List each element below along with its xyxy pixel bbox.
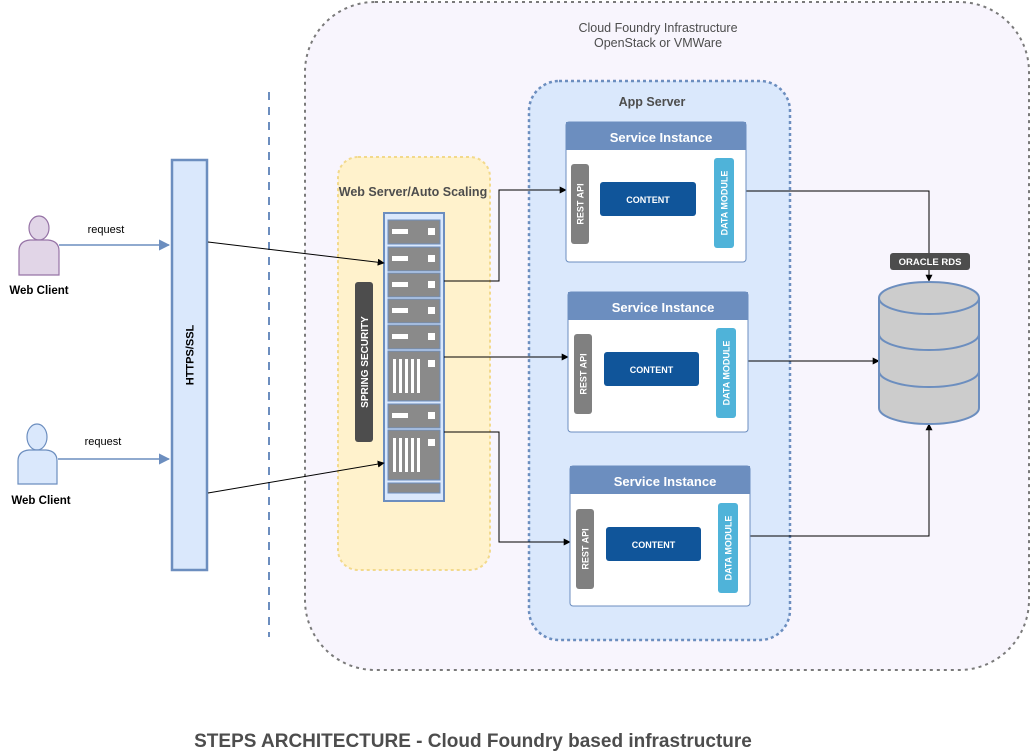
data-module-bar (718, 503, 738, 593)
request-label-1: request (88, 224, 125, 236)
server-to-instance-arrow-1 (444, 186, 567, 282)
web-client-label: Web Client (9, 285, 68, 297)
data-module-label: DATA MODULE (720, 171, 730, 236)
oracle-rds-label: ORACLE RDS (899, 257, 962, 268)
rest-api-bar (574, 334, 592, 414)
data-module-label: DATA MODULE (724, 516, 734, 581)
data-module-bar (714, 158, 734, 248)
rest-api-label: REST API (581, 528, 591, 569)
data-module-bar (716, 328, 736, 418)
service-instance-title: Service Instance (610, 130, 713, 145)
service-instance-title: Service Instance (614, 474, 717, 489)
user-icon (17, 423, 58, 485)
infrastructure-label-line2: OpenStack or VMWare (594, 36, 722, 50)
service-instance-header (570, 466, 750, 494)
diagram-title: STEPS ARCHITECTURE - Cloud Foundry based… (194, 731, 752, 751)
content-label: CONTENT (626, 195, 670, 205)
infrastructure-label-line1: Cloud Foundry Infrastructure (578, 21, 737, 35)
https-ssl-gateway (170, 158, 209, 572)
web-client-label: Web Client (11, 495, 70, 507)
service-instance-2: Service Instance REST API CONTENT DATA M… (567, 291, 749, 433)
server-rack-icon (383, 212, 445, 502)
gateway-to-server-arrow-2 (207, 460, 385, 494)
request-label-2: request (85, 436, 122, 448)
content-box (600, 182, 696, 216)
rest-api-label: REST API (579, 353, 589, 394)
instance-to-db-arrow-1 (746, 190, 933, 282)
gateway-to-server-arrow-1 (207, 241, 385, 266)
server-to-instance-arrow-3 (444, 431, 571, 546)
rest-api-label: REST API (576, 183, 586, 224)
data-module-label: DATA MODULE (722, 341, 732, 406)
https-ssl-label: HTTPS/SSL (185, 324, 197, 385)
content-box (606, 527, 701, 561)
oracle-rds-badge (890, 253, 970, 270)
content-label: CONTENT (632, 540, 676, 550)
spring-security-label: SPRING SECURITY (360, 316, 371, 408)
instance-to-db-arrow-3 (750, 423, 933, 537)
rest-api-bar (571, 164, 589, 244)
content-label: CONTENT (630, 365, 674, 375)
user-icon (18, 215, 60, 276)
spring-security-bar (355, 282, 373, 442)
database-icon (878, 281, 980, 425)
service-instance-3: Service Instance REST API CONTENT DATA M… (569, 465, 751, 607)
rest-api-bar (576, 509, 594, 589)
service-instance-header (566, 122, 746, 150)
service-instance-title: Service Instance (612, 300, 715, 315)
app-server-label: App Server (619, 95, 686, 109)
content-box (604, 352, 699, 386)
web-client-1: Web Client (9, 215, 69, 297)
service-instance-1: Service Instance REST API CONTENT DATA M… (565, 121, 747, 263)
service-instance-header (568, 292, 748, 320)
web-server-label: Web Server/Auto Scaling (339, 185, 487, 199)
web-client-2: Web Client (11, 423, 71, 507)
